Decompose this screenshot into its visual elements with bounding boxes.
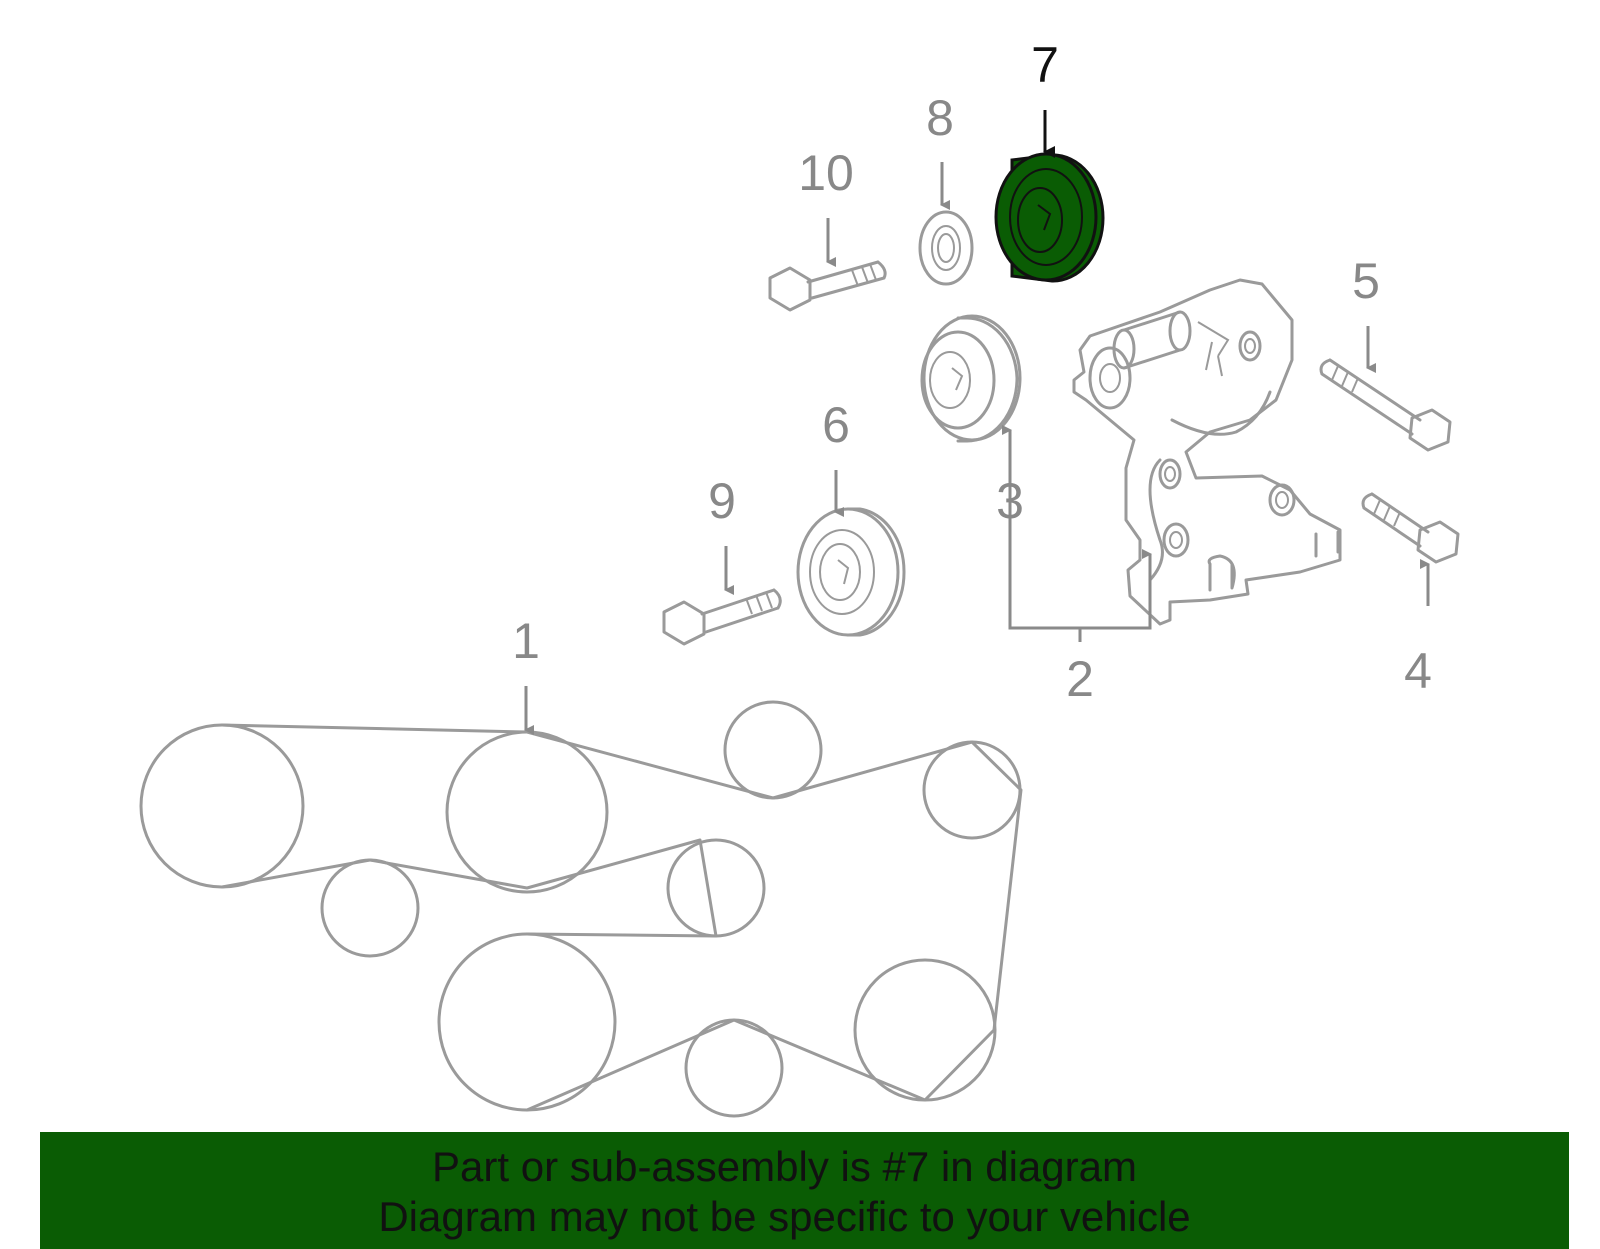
callout-1: 1 [512, 613, 540, 669]
callout-labels: 1 2 3 4 5 6 7 8 9 10 [512, 37, 1432, 707]
part-5-bolt [1319, 358, 1452, 452]
banner-line-1: Part or sub-assembly is #7 in diagram [432, 1143, 1137, 1190]
callout-3: 3 [996, 473, 1024, 529]
banner-line-2: Diagram may not be specific to your vehi… [378, 1193, 1191, 1240]
callout-7-highlighted: 7 [1031, 37, 1059, 93]
part-6-pulley [796, 507, 906, 637]
callout-2: 2 [1066, 651, 1094, 707]
part-2-tensioner-bracket [1072, 278, 1342, 626]
part-8-washer [918, 210, 974, 286]
callout-6: 6 [822, 397, 850, 453]
part-10-bolt [768, 260, 887, 312]
callout-5: 5 [1352, 253, 1380, 309]
part-9-bolt [662, 588, 782, 646]
leader-lines [524, 110, 1430, 735]
part-3-idler-pulley [920, 314, 1022, 443]
part-1-drive-belt [139, 700, 1023, 1118]
info-banner: Part or sub-assembly is #7 in diagram Di… [40, 1132, 1569, 1249]
callout-9: 9 [708, 473, 736, 529]
part-4-bolt [1361, 492, 1460, 564]
part-7-pulley-highlighted [994, 152, 1105, 283]
callout-4: 4 [1404, 643, 1432, 699]
callout-8: 8 [926, 90, 954, 146]
callout-10: 10 [798, 145, 854, 201]
